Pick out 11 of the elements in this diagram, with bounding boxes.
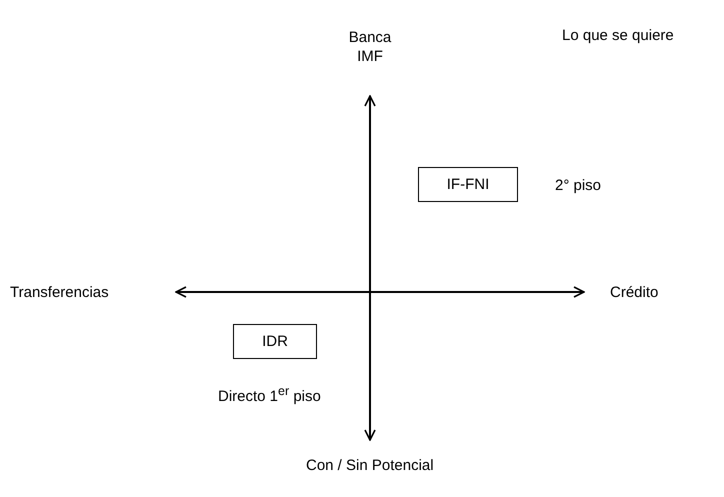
label-box <box>418 167 518 202</box>
axis-label: Con / Sin Potencial <box>306 456 434 475</box>
axis-label: Transferencias <box>10 283 109 302</box>
box-label: IDR <box>262 333 288 350</box>
corner-note: Lo que se quiere <box>562 26 674 45</box>
axis-label: Crédito <box>610 283 658 302</box>
box-label: IF-FNI <box>446 176 490 193</box>
label-box <box>233 324 317 359</box>
quadrant-note: 2° piso <box>555 176 602 195</box>
axis-label: Banca IMF <box>348 28 392 66</box>
quadrant-note: Directo 1$^{er}$ piso <box>218 383 321 406</box>
